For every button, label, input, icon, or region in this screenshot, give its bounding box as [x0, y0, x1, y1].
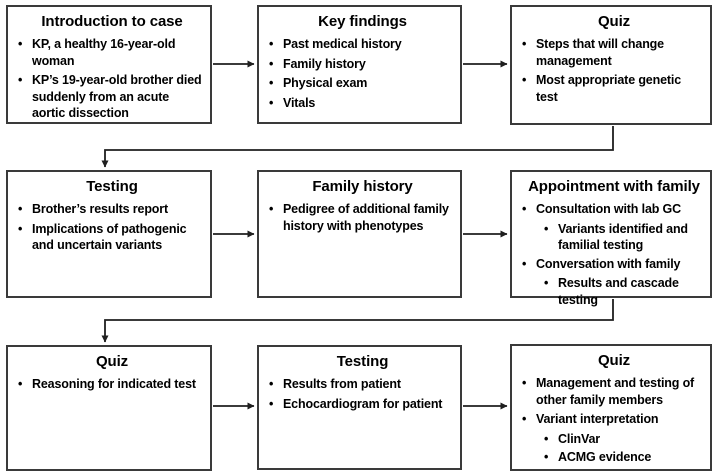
- bullet-icon: •: [269, 95, 274, 110]
- bullet-icon: •: [544, 450, 549, 464]
- flow-box-quiz-3: Quiz • Management and testing of other fam…: [510, 344, 712, 471]
- bullet-text: Brother’s results report: [32, 202, 169, 216]
- bullet-icon: •: [269, 396, 274, 411]
- bullet-icon: •: [18, 377, 23, 391]
- bullet-icon: •: [544, 221, 549, 236]
- bullet-icon: •: [522, 412, 527, 426]
- bullet-icon: •: [522, 376, 527, 390]
- bullet-icon: •: [269, 202, 274, 216]
- box-title: Introduction to case: [41, 13, 183, 30]
- bullet-item: • Results from patient: [269, 376, 456, 393]
- bullet-item: • Echocardiogram for patient: [269, 396, 456, 413]
- bullet-text: Implications of pathogenic and uncertain…: [32, 221, 187, 253]
- bullet-icon: •: [522, 256, 527, 271]
- flow-box-testing-2: Testing • Results from patient • Echocardiog…: [257, 345, 462, 470]
- bullet-item: • Results and cascade testing: [544, 275, 706, 308]
- bullet-text: KP’s 19-year-old brother died suddenly f…: [32, 73, 202, 120]
- bullet-item: • Variant interpretation: [522, 411, 706, 428]
- bullet-icon: •: [544, 276, 549, 290]
- bullet-item: • Consultation with lab GC: [522, 201, 706, 218]
- flow-box-introduction-to-case: Introduction to case • KP, a healthy 16-ye…: [6, 5, 212, 124]
- bullet-item: • ClinVar: [544, 431, 706, 448]
- bullet-item: • KP’s 19-year-old brother died suddenly …: [18, 72, 206, 122]
- box-title: Testing: [86, 178, 138, 195]
- bullet-text: Results from patient: [283, 377, 401, 391]
- bullet-text: Consultation with lab GC: [536, 202, 682, 216]
- bullet-text: KP, a healthy 16-year-old woman: [32, 37, 176, 68]
- box-title: Family history: [312, 178, 413, 195]
- bullet-item: • Steps that will change management: [522, 36, 706, 69]
- bullet-item: • Past medical history: [269, 36, 456, 53]
- connector-appt-to-quiz2: [101, 299, 614, 343]
- connector-quiz1-to-testing1: [101, 126, 614, 168]
- bullet-item: • Vitals: [269, 95, 456, 112]
- bullet-icon: •: [18, 221, 23, 236]
- flow-box-quiz-2: Quiz • Reasoning for indicated test: [6, 345, 212, 471]
- bullet-item: • KP, a healthy 16-year-old woman: [18, 36, 206, 69]
- bullet-icon: •: [269, 377, 274, 391]
- box-title: Key findings: [318, 13, 407, 30]
- box-title: Quiz: [597, 352, 631, 369]
- bullet-text: Reasoning for indicated test: [32, 377, 196, 391]
- bullet-item: • Pedigree of additional family history w…: [269, 201, 456, 234]
- bullet-item: • Physical exam: [269, 75, 456, 92]
- bullet-text: Management and testing of other family m…: [536, 376, 695, 407]
- bullet-item: • Most appropriate genetic test: [522, 72, 706, 105]
- bullet-item: • Conversation with family: [522, 256, 706, 273]
- box-title: Quiz: [597, 13, 631, 30]
- bullet-text: Conversation with family: [536, 256, 681, 271]
- bullet-item: • Implications of pathogenic and uncertai…: [18, 221, 206, 254]
- bullet-text: Steps that will change management: [536, 37, 664, 68]
- bullet-icon: •: [522, 202, 527, 216]
- bullet-text: Physical exam: [283, 76, 368, 90]
- bullet-icon: •: [18, 202, 23, 216]
- bullet-text: ACMG evidence: [558, 450, 652, 464]
- bullet-text: Past medical history: [283, 37, 402, 51]
- bullet-icon: •: [269, 76, 274, 90]
- box-title: Quiz: [95, 353, 129, 370]
- bullet-icon: •: [18, 37, 23, 51]
- bullet-icon: •: [522, 37, 527, 51]
- bullet-icon: •: [18, 73, 23, 87]
- bullet-item: • Reasoning for indicated test: [18, 376, 206, 393]
- bullet-text: Variants identified and familial testing: [558, 221, 688, 253]
- bullet-item: • Management and testing of other family …: [522, 375, 706, 408]
- flow-box-quiz-1: Quiz • Steps that will change management • M…: [510, 5, 712, 125]
- bullet-text: Family history: [283, 56, 366, 71]
- box-title: Appointment with family: [528, 178, 700, 195]
- bullet-text: ClinVar: [558, 431, 601, 446]
- bullet-text: Pedigree of additional family history wi…: [283, 202, 449, 233]
- flow-box-testing-1: Testing • Brother’s results report • Implica…: [6, 170, 212, 298]
- bullet-item: • Family history: [269, 56, 456, 73]
- bullet-text: Results and cascade testing: [558, 276, 679, 307]
- bullet-item: • Brother’s results report: [18, 201, 206, 218]
- bullet-icon: •: [269, 56, 274, 71]
- bullet-item: • Variants identified and familial testin…: [544, 221, 706, 254]
- flow-box-family-history: Family history • Pedigree of additional fa…: [257, 170, 462, 298]
- bullet-text: Echocardiogram for patient: [283, 396, 443, 411]
- bullet-text: Vitals: [283, 95, 316, 110]
- bullet-icon: •: [522, 73, 527, 87]
- bullet-text: Variant interpretation: [536, 412, 659, 426]
- flow-box-key-findings: Key findings • Past medical history • Family…: [257, 5, 462, 124]
- bullet-icon: •: [269, 37, 274, 51]
- box-title: Testing: [336, 353, 389, 370]
- bullet-item: • ACMG evidence: [544, 449, 706, 466]
- flow-box-appointment-with-family: Appointment with family•Consultation wit…: [510, 170, 712, 307]
- bullet-text: Most appropriate genetic test: [536, 73, 682, 104]
- bullet-icon: •: [544, 431, 549, 446]
